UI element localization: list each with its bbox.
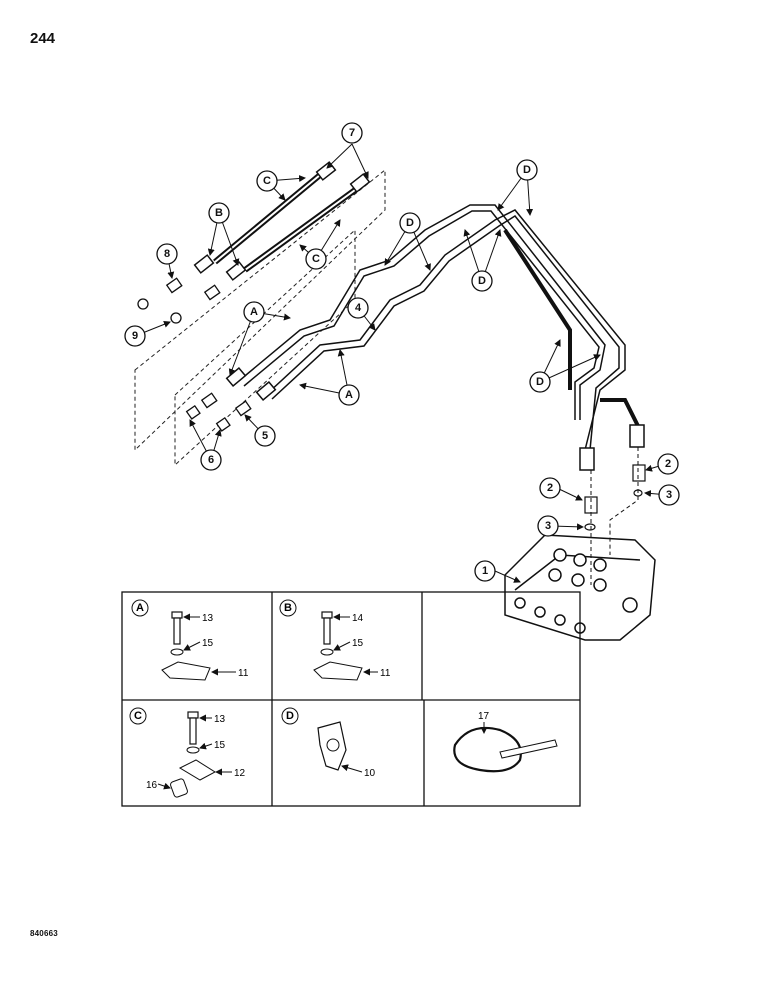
svg-text:3: 3 — [545, 520, 551, 532]
svg-text:4: 4 — [355, 302, 362, 314]
svg-text:C: C — [263, 175, 271, 187]
callout-2-right: 2 — [657, 453, 679, 475]
svg-text:3: 3 — [666, 489, 672, 501]
fitting-6 — [185, 404, 201, 420]
svg-text:5: 5 — [262, 430, 268, 442]
cap-9 — [137, 298, 149, 310]
callout-d-1: D — [399, 212, 421, 234]
bolt-14 — [321, 611, 333, 645]
svg-text:C: C — [134, 710, 142, 722]
svg-text:D: D — [536, 376, 544, 388]
hoses — [193, 161, 371, 281]
washer-15 — [320, 648, 334, 656]
svg-text:14: 14 — [352, 613, 364, 624]
svg-text:D: D — [286, 710, 294, 722]
callout-6: 6 — [200, 449, 222, 471]
callout-b: B — [208, 202, 230, 224]
svg-text:11: 11 — [238, 668, 249, 679]
inset-d: D 10 — [281, 707, 376, 779]
tubes — [225, 204, 645, 471]
washer-15 — [170, 648, 184, 656]
valve-fittings — [584, 464, 646, 531]
svg-text:11: 11 — [380, 668, 391, 679]
svg-text:A: A — [250, 306, 258, 318]
callout-a-2: A — [338, 384, 360, 406]
svg-text:D: D — [406, 217, 414, 229]
fitting-2-right — [632, 464, 646, 482]
svg-text:2: 2 — [665, 458, 671, 470]
svg-text:7: 7 — [349, 127, 355, 139]
inset-a: A 13 15 11 — [131, 599, 249, 681]
figure-code: 840663 — [30, 929, 58, 938]
svg-text:A: A — [136, 602, 144, 614]
svg-text:15: 15 — [352, 638, 364, 649]
svg-text:12: 12 — [234, 768, 246, 779]
svg-text:13: 13 — [202, 613, 214, 624]
clamp-11 — [161, 661, 211, 681]
svg-text:16: 16 — [146, 780, 158, 791]
control-valve — [504, 534, 656, 641]
callout-9: 9 — [124, 325, 146, 347]
callouts: 7 C B C 8 9 A 4 A D D D D 5 6 1 2 3 2 3 — [124, 122, 680, 582]
callout-d-3: D — [471, 270, 493, 292]
callout-7: 7 — [341, 122, 363, 144]
svg-text:C: C — [312, 253, 320, 265]
bolt-13 — [171, 611, 183, 645]
svg-text:D: D — [478, 275, 486, 287]
inset-cable-tie: 17 — [453, 711, 558, 773]
svg-text:15: 15 — [202, 638, 214, 649]
svg-text:D: D — [523, 164, 531, 176]
fittings — [137, 277, 252, 432]
callout-d-4: D — [529, 371, 551, 393]
callout-c-2: C — [305, 248, 327, 270]
callout-8: 8 — [156, 243, 178, 265]
svg-text:A: A — [345, 389, 353, 401]
svg-text:15: 15 — [214, 740, 226, 751]
callout-1: 1 — [474, 560, 496, 582]
dashed-outlines — [134, 168, 386, 467]
fitting-5 — [200, 392, 218, 409]
inset-b: B 14 15 11 — [279, 599, 391, 681]
callout-4: 4 — [347, 297, 369, 319]
inset-grid — [121, 591, 581, 807]
svg-text:1: 1 — [482, 565, 488, 577]
svg-text:B: B — [284, 602, 292, 614]
svg-text:17: 17 — [478, 711, 490, 722]
callout-d-2: D — [516, 159, 538, 181]
clamp-11 — [313, 661, 363, 681]
page-number: 244 — [30, 30, 56, 47]
spacer-16 — [170, 778, 188, 798]
fitting-8 — [165, 277, 183, 294]
inset-c: C 13 15 12 16 — [129, 707, 246, 798]
washer-15 — [186, 746, 200, 754]
svg-text:8: 8 — [164, 248, 170, 260]
svg-text:2: 2 — [547, 482, 553, 494]
oring-3-left — [584, 523, 596, 531]
clamp-12 — [178, 759, 216, 781]
callout-a-1: A — [243, 301, 265, 323]
callout-c-1: C — [256, 170, 278, 192]
svg-text:9: 9 — [132, 330, 138, 342]
callout-3-right: 3 — [658, 484, 680, 506]
svg-text:B: B — [215, 207, 223, 219]
svg-text:13: 13 — [214, 714, 226, 725]
svg-text:6: 6 — [208, 454, 214, 466]
svg-text:10: 10 — [364, 768, 376, 779]
bolt-13 — [187, 711, 199, 745]
callout-3-left: 3 — [537, 515, 559, 537]
callout-5: 5 — [254, 425, 276, 447]
callout-2-left: 2 — [539, 477, 561, 499]
